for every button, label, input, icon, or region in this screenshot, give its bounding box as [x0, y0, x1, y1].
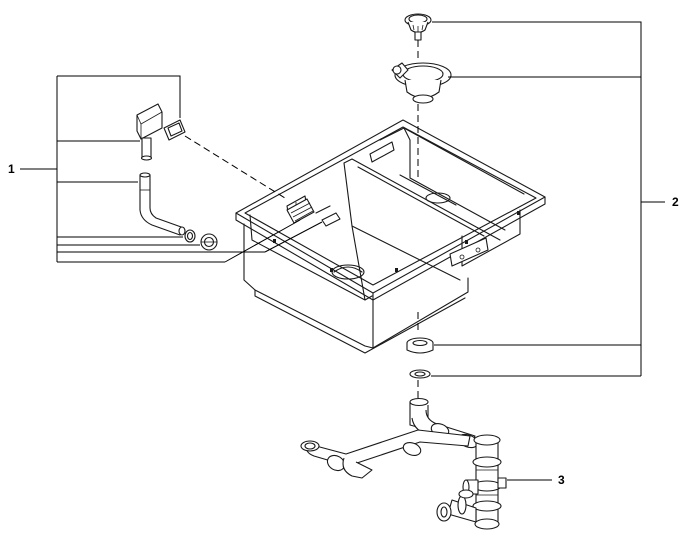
- overflow-kit: [136, 103, 218, 251]
- leader-part-1: [20, 75, 323, 263]
- callout-3: 3: [558, 473, 565, 487]
- basket-strainer: [391, 13, 452, 180]
- double-bowl-siphon: [300, 397, 507, 530]
- callout-1: 1: [8, 162, 15, 176]
- waste-nut-and-washer: [406, 312, 434, 398]
- leader-part-2: [431, 21, 665, 377]
- double-sink-basin: [235, 119, 546, 354]
- callout-2: 2: [672, 195, 679, 209]
- overflow-fitting-on-sink: [286, 198, 341, 227]
